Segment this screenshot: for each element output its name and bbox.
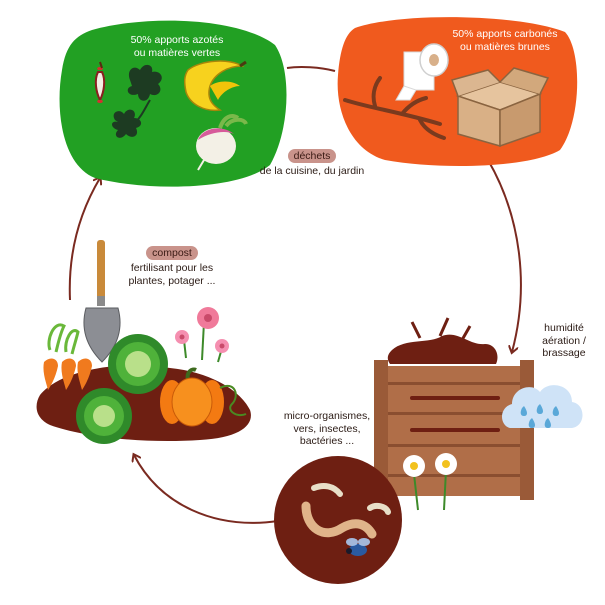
soil-life-circle [274, 456, 402, 584]
pumpkin-icon [160, 367, 247, 427]
humidite-line1: humidité [544, 322, 584, 334]
humidite-label: humidité aération / brassage [532, 322, 596, 360]
branch-icon [343, 76, 446, 140]
turnip-icon [196, 114, 248, 171]
micro-line1: micro-organismes, [283, 410, 371, 422]
daisy-icon [403, 453, 457, 511]
rain-cloud-icon [502, 385, 583, 428]
garden-illustration [36, 240, 251, 444]
arrow-garden-to-green [68, 178, 100, 301]
fly-icon [346, 538, 370, 556]
dechets-caption: de la cuisine, du jardin [259, 165, 365, 177]
compost-label: compost fertilisant pour les plantes, po… [117, 246, 227, 287]
compost-line1: fertilisant pour les [130, 262, 214, 274]
lettuce-icon [76, 334, 168, 444]
micro-line3: bactéries ... [299, 435, 355, 447]
apple-core-icon [94, 61, 106, 103]
green-blob-line2: ou matières vertes [133, 46, 221, 59]
green-blob-line1: 50% apports azotés [130, 34, 224, 46]
orange-blob-line2: ou matières brunes [460, 40, 550, 53]
flower-icon [175, 307, 229, 363]
green-blob-caption: 50% apports azotés ou matières vertes [112, 34, 242, 59]
arrow-green-to-orange [286, 66, 336, 72]
banana-peel-icon [183, 60, 247, 112]
arrow-micro-to-garden [134, 455, 279, 524]
brown-materials-blob [337, 17, 578, 166]
carrot-icon [43, 323, 92, 390]
orange-blob-line1: 50% apports carbonés [452, 28, 558, 40]
orange-blob-caption: 50% apports carbonés ou matières brunes [440, 28, 570, 53]
dechets-label: déchets de la cuisine, du jardin [252, 149, 372, 178]
compost-bin-illustration [374, 317, 534, 511]
green-materials-blob [59, 20, 287, 187]
cardboard-box-icon [451, 67, 550, 148]
humidite-line2: aération / [542, 334, 586, 347]
toilet-paper-roll-icon [395, 43, 449, 101]
compost-line2: plantes, potager ... [128, 274, 216, 287]
worm-icon [301, 483, 391, 539]
micro-organisms-label: micro-organismes, vers, insectes, bactér… [272, 410, 382, 448]
humidite-line3: brassage [542, 347, 586, 359]
compost-pill: compost [146, 246, 198, 260]
arrow-orange-to-bin [487, 159, 522, 352]
trowel-icon [83, 240, 121, 363]
micro-line2: vers, insectes, [293, 422, 361, 435]
leaf-icon [112, 64, 162, 138]
cycle-arrows [68, 66, 522, 524]
dechets-pill: déchets [287, 149, 337, 163]
